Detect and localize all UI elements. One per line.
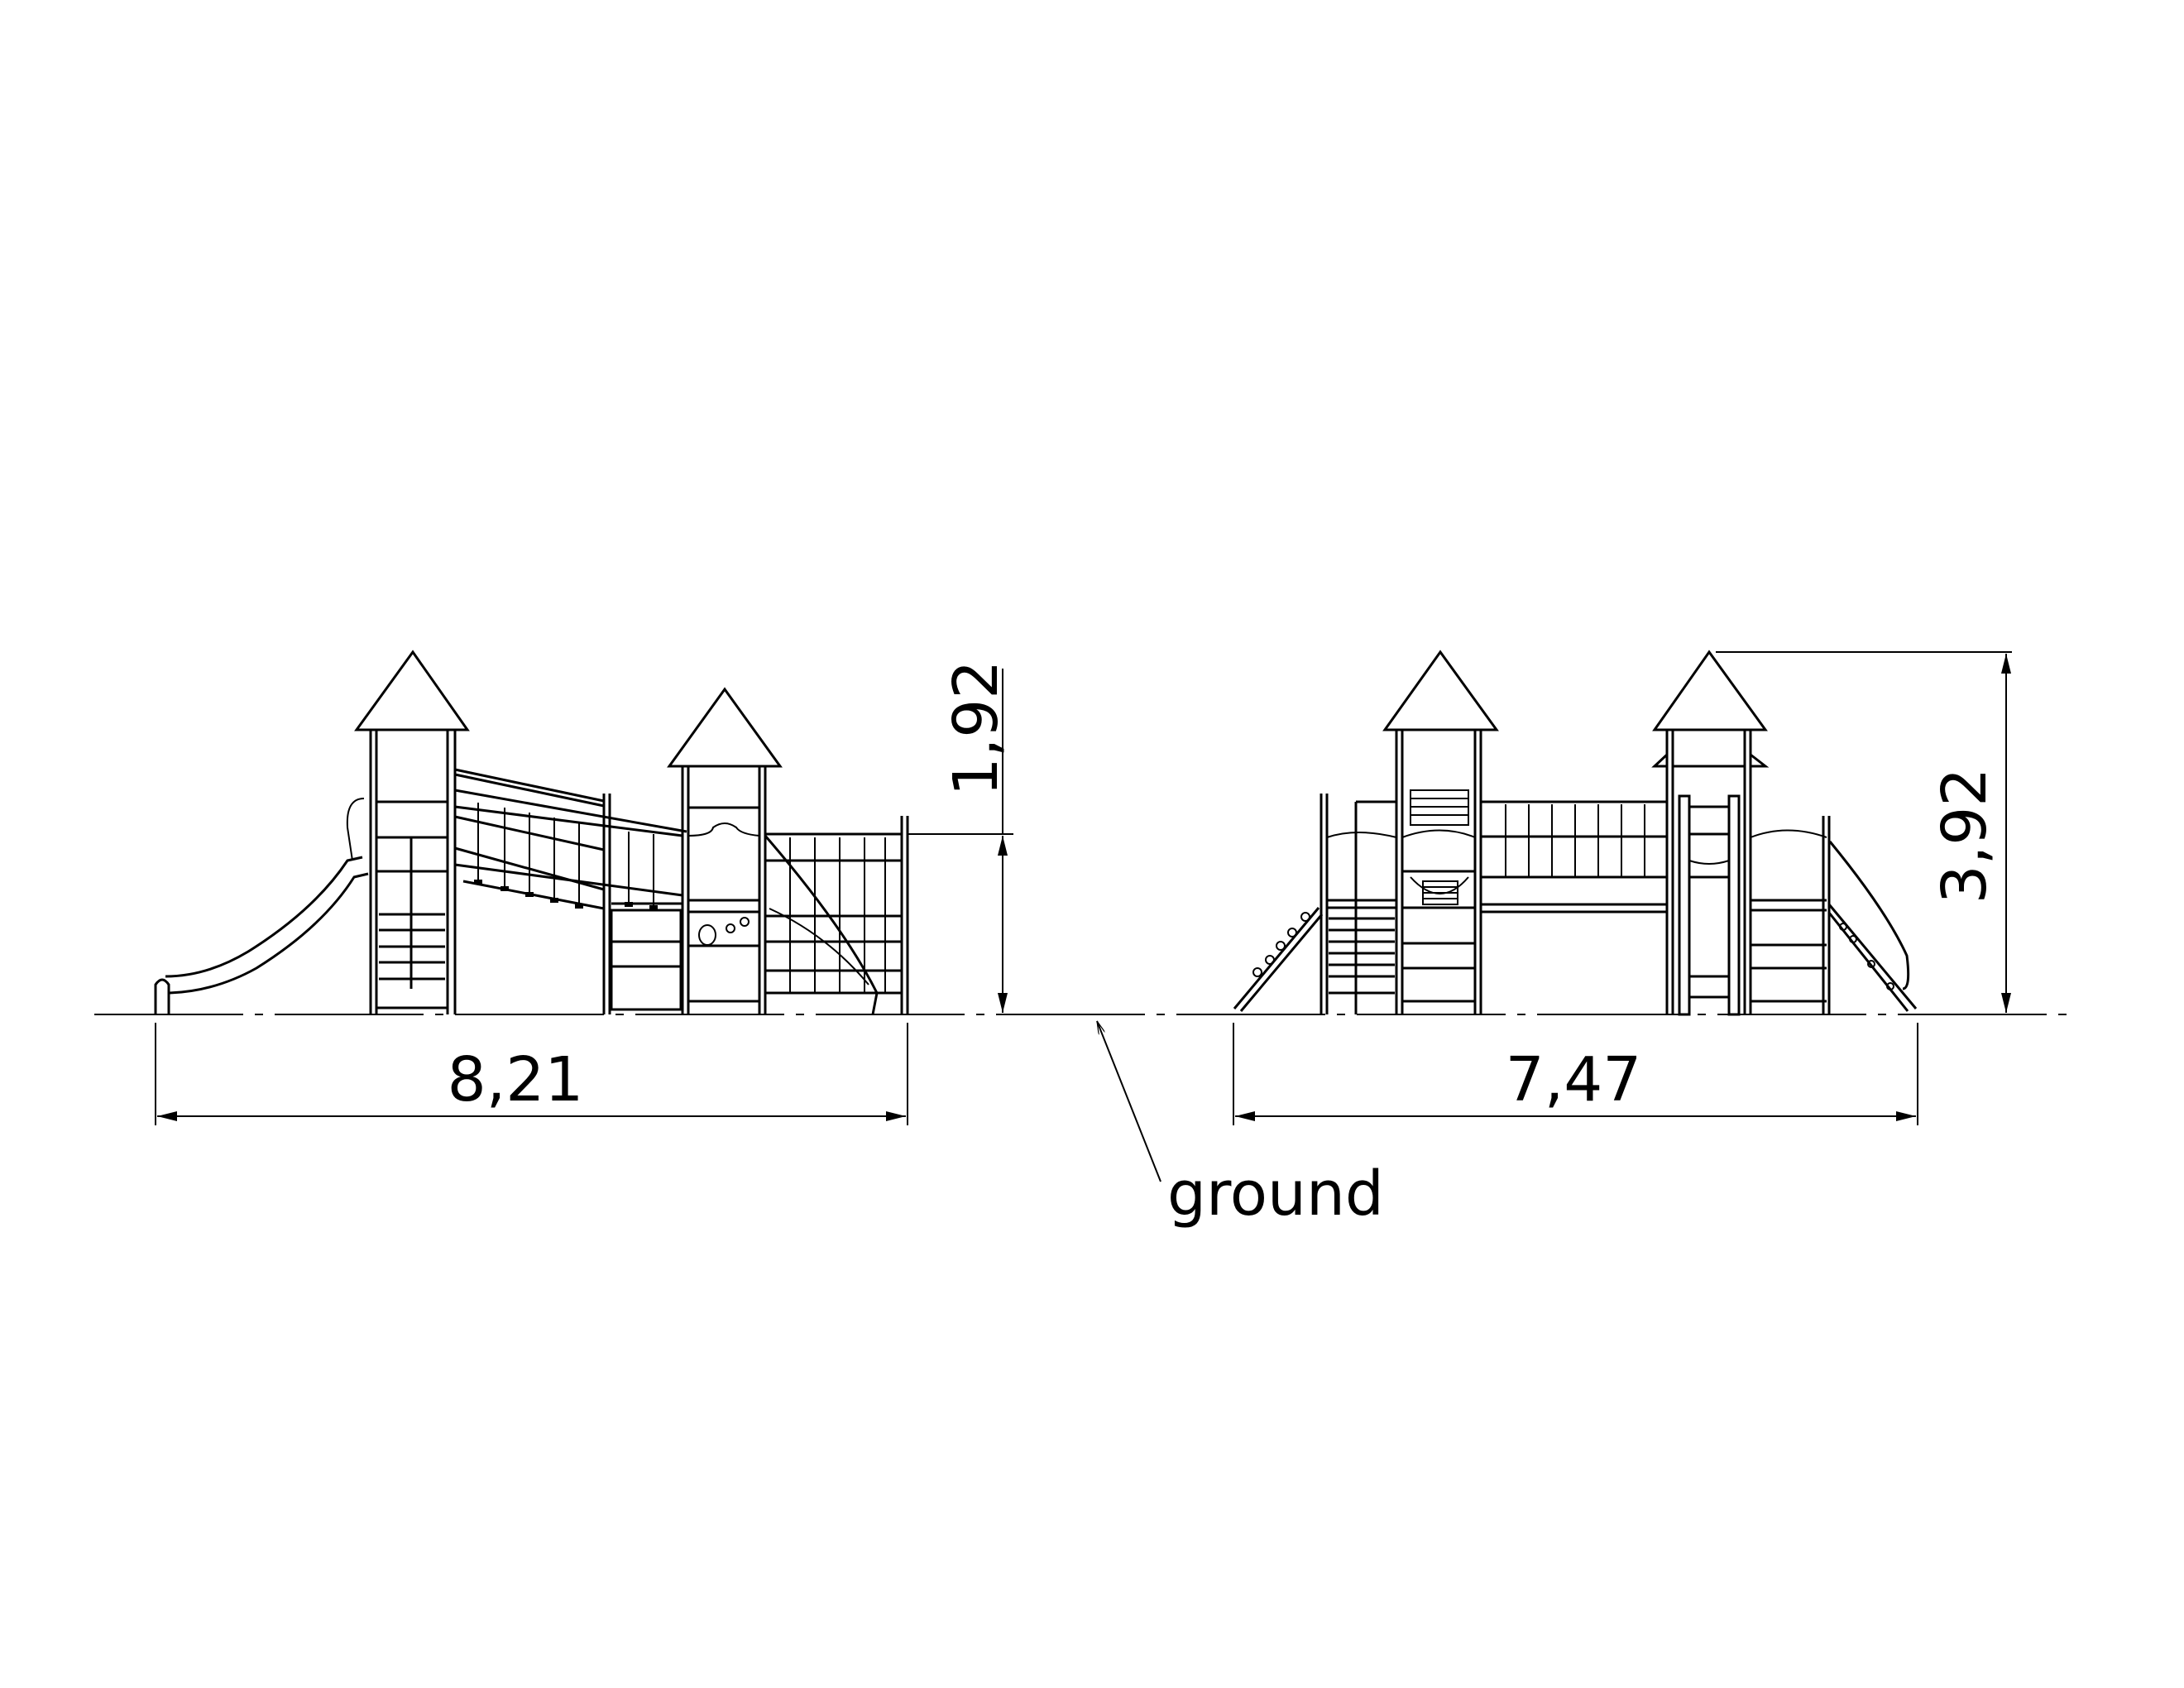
panel-box <box>610 902 682 1011</box>
bridge-planks <box>474 803 658 910</box>
ground-annotation: ground <box>1096 1020 1384 1230</box>
dimension-width-side: 8,21 <box>155 1023 908 1125</box>
dimension-label-height-front: 3,92 <box>1929 768 2000 904</box>
front-view: 7,47 3,92 <box>1233 650 2012 1125</box>
slide-right <box>1828 841 1910 990</box>
tower-middle <box>667 687 783 1014</box>
slide <box>154 798 369 1014</box>
rope-bridge <box>454 768 687 1014</box>
climbing-ramp-left <box>1233 907 1324 1012</box>
dimension-height-front: 3,92 <box>1716 651 2012 1013</box>
platform-left <box>1320 794 1397 1014</box>
tower-front-left <box>1382 650 1499 1014</box>
dimension-label-width-front: 7,47 <box>1506 1044 1642 1115</box>
dimension-width-front: 7,47 <box>1233 1023 1918 1125</box>
tower-left <box>354 650 470 1014</box>
ground-label: ground <box>1167 1158 1384 1230</box>
tower-front-right <box>1651 650 1770 1016</box>
side-view: 8,21 1,92 <box>154 650 1013 1125</box>
climbing-net <box>764 816 909 1015</box>
climbing-ramp-right <box>1827 904 1918 1012</box>
bridge-front <box>1481 800 1667 914</box>
dimension-height-side: 1,92 <box>908 660 1013 1013</box>
platform-right <box>1750 816 1831 1014</box>
dimension-label-height-side: 1,92 <box>941 660 1012 797</box>
dimension-label-width-side: 8,21 <box>448 1044 584 1115</box>
